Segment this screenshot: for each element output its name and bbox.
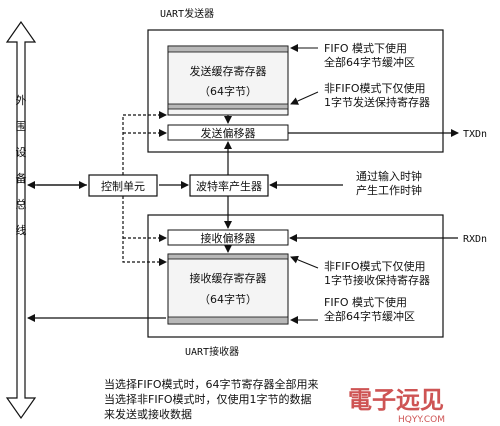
control-unit-label: 控制单元	[101, 179, 145, 193]
rx-buffer-top-stripe	[167, 253, 289, 260]
tx-nonfifo-pointer	[290, 91, 319, 105]
tx-note-fifo-line2: 全部64字节缓冲区	[324, 55, 415, 69]
tx-shift-label: 发送偏移器	[201, 126, 256, 140]
rx-buffer-size: （64字节）	[199, 292, 257, 306]
clock-note-line1: 通过输入时钟	[356, 169, 422, 183]
receiver-title: UART接收器	[185, 345, 239, 358]
tx-buffer-bottom-stripe	[167, 103, 289, 110]
rx-buffer-label: 接收缓存寄存器	[190, 271, 267, 285]
rx-buffer-register	[167, 253, 289, 325]
transmitter-title: UART发送器	[160, 7, 214, 20]
tx-buffer-register	[167, 45, 289, 116]
tx-note-nonfifo-line1: 非FIFO模式下仅使用	[324, 82, 426, 95]
control-to-tx-buffer-dashed	[122, 111, 167, 175]
bus-char: 外	[16, 94, 27, 107]
caption-line1: 当选择FIFO模式时，64字节寄存器全部用来	[104, 377, 319, 391]
tx-buffer-top-stripe	[167, 45, 289, 53]
rx-shift-label: 接收偏移器	[201, 231, 256, 245]
watermark-sub: HQYY.COM	[398, 415, 445, 425]
bus-char: 线	[16, 223, 27, 237]
rx-note-fifo-line1: FIFO 模式下使用	[324, 296, 407, 309]
baud-rate-generator-label: 波特率产生器	[196, 179, 262, 193]
tx-note-nonfifo-line2: 1字节发送保持寄存器	[324, 95, 430, 109]
rx-nonfifo-pointer	[290, 255, 319, 269]
txdn-pin-label: TXDn	[463, 129, 487, 140]
receiver-box	[147, 214, 444, 338]
caption-line3: 来发送或接收数据	[104, 407, 192, 421]
watermark-main: 電子远见	[348, 386, 444, 414]
bus-char: 备	[16, 171, 27, 185]
watermark: 電子远见 HQYY.COM	[348, 386, 445, 425]
tx-note-fifo-line1: FIFO 模式下使用	[324, 42, 407, 55]
control-to-rx-buffer-dashed	[122, 196, 167, 266]
rx-note-nonfifo-line2: 1字节接收保持寄存器	[324, 273, 430, 287]
bus-char: 设	[16, 146, 27, 159]
rxdn-pin-label: RXDn	[463, 234, 487, 245]
tx-buffer-label: 发送缓存寄存器	[190, 64, 267, 78]
caption-line2: 当选择非FIFO模式时，仅使用1字节的数据	[104, 392, 312, 406]
transmitter-box	[147, 29, 444, 153]
rx-note-nonfifo-line1: 非FIFO模式下仅使用	[324, 260, 426, 273]
clock-note-line2: 产生工作时钟	[356, 183, 422, 197]
bus-label: 外 围 设 备 总 线	[16, 94, 27, 237]
bus-char: 总	[16, 197, 27, 211]
rx-buffer-bottom-stripe	[167, 316, 289, 325]
peripheral-bus	[5, 20, 37, 420]
rx-note-fifo-line2: 全部64字节缓冲区	[324, 309, 415, 323]
baud-rate-generator	[189, 174, 269, 197]
tx-buffer-size: （64字节）	[199, 84, 257, 98]
bus-char: 围	[16, 120, 27, 133]
